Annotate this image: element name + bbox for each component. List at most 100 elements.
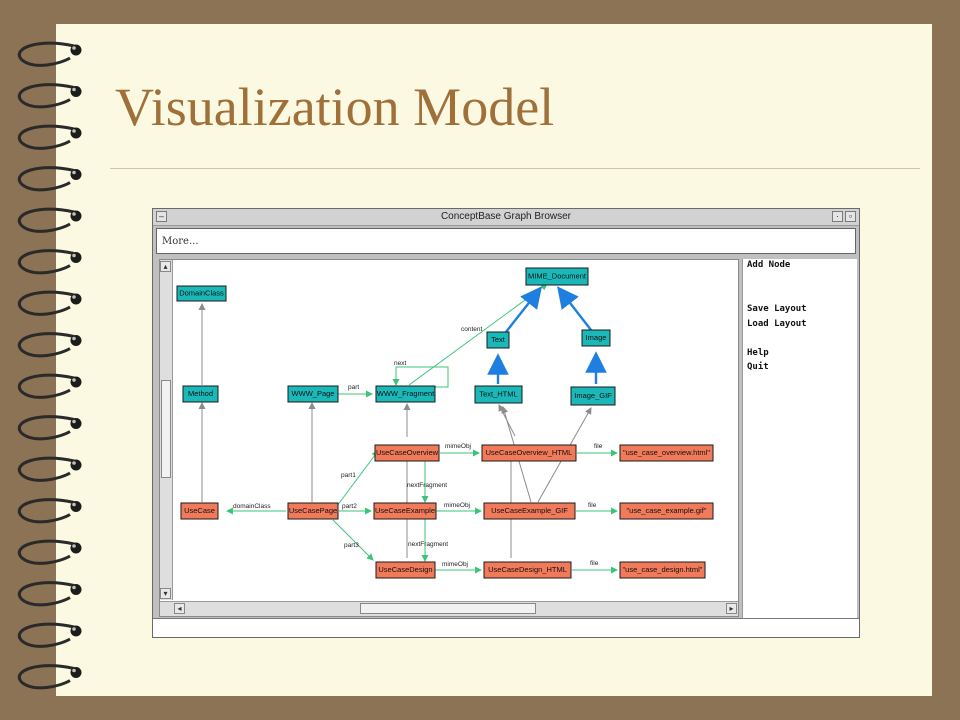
node-domainclass[interactable]: DomainClass: [176, 285, 227, 302]
edge-label-part1: part1: [341, 472, 356, 479]
menu-item-add-node[interactable]: Add Node: [747, 260, 791, 270]
horizontal-scrollbar[interactable]: ◂ ▸: [160, 601, 738, 616]
svg-text:Image_GIF: Image_GIF: [574, 391, 612, 400]
svg-text:"use_case_design.html": "use_case_design.html": [623, 565, 703, 574]
node-www-fragment[interactable]: WWW_Fragment: [375, 385, 436, 403]
edge-image-mimedoc: [557, 286, 592, 331]
edge-label-domainclass: domainClass: [233, 503, 271, 510]
edge-label-nextfragment-2: nextFragment: [408, 541, 448, 548]
edge-label-file-1: file: [594, 443, 603, 450]
edge-label-file-2: file: [588, 502, 597, 509]
svg-text:Method: Method: [188, 389, 213, 398]
svg-text:UseCaseDesign: UseCaseDesign: [378, 565, 432, 574]
edge-next: [392, 366, 449, 388]
window-title: ConceptBase Graph Browser: [440, 211, 572, 222]
spiral-ring: [18, 539, 82, 565]
spiral-ring: [18, 207, 82, 233]
node-file-design[interactable]: "use_case_design.html": [619, 561, 706, 579]
status-bar: [153, 618, 859, 637]
svg-text:UseCase: UseCase: [184, 506, 215, 515]
vertical-scroll-thumb[interactable]: [161, 380, 171, 478]
maximize-button[interactable]: ▫: [845, 211, 856, 222]
svg-text:MIME_Document: MIME_Document: [528, 271, 587, 280]
edge-part3: [332, 519, 374, 561]
scroll-down-icon[interactable]: ▾: [160, 588, 171, 599]
spiral-binding: [18, 41, 82, 690]
node-image[interactable]: Image: [581, 329, 611, 347]
svg-text:WWW_Page: WWW_Page: [292, 389, 335, 398]
edge-label-next: next: [394, 360, 406, 367]
svg-text:UseCaseExample: UseCaseExample: [375, 506, 435, 515]
node-file-example[interactable]: "use_case_example.gif": [619, 502, 714, 520]
edge-label-part2: part2: [342, 503, 357, 510]
node-www-page[interactable]: WWW_Page: [287, 385, 339, 403]
node-usecase-example-gif[interactable]: UseCaseExample_GIF: [483, 502, 576, 520]
vertical-scrollbar[interactable]: ▴ ▾: [160, 260, 173, 600]
svg-text:Text: Text: [491, 335, 506, 344]
node-mime-document[interactable]: MIME_Document: [525, 267, 589, 286]
scroll-up-icon[interactable]: ▴: [160, 261, 171, 272]
node-usecase-design[interactable]: UseCaseDesign: [375, 561, 436, 579]
window-menu-button[interactable]: –: [156, 211, 167, 222]
node-usecase-example[interactable]: UseCaseExample: [373, 502, 437, 520]
spiral-ring: [18, 498, 82, 524]
spiral-ring: [18, 373, 82, 399]
spiral-ring: [18, 166, 82, 192]
slide-title: Visualization Model: [115, 77, 555, 137]
edge-label-nextfragment-1: nextFragment: [407, 482, 447, 489]
edge-text-mimedoc: [505, 286, 542, 333]
svg-text:UseCaseDesign_HTML: UseCaseDesign_HTML: [488, 565, 567, 574]
node-file-overview[interactable]: "use_case_overview.html": [619, 444, 714, 462]
node-usecasepage[interactable]: UseCasePage: [287, 502, 339, 520]
node-method[interactable]: Method: [182, 385, 219, 403]
spiral-ring: [18, 664, 82, 690]
window-titlebar[interactable]: – ConceptBase Graph Browser · ▫: [153, 209, 859, 226]
edge-label-content: content: [461, 326, 483, 333]
spiral-ring: [18, 622, 82, 648]
concept-graph: content next part part1 part2 part3 doma…: [176, 267, 714, 579]
title-divider: [110, 168, 920, 169]
node-usecase[interactable]: UseCase: [180, 502, 219, 520]
spiral-ring: [18, 83, 82, 109]
svg-text:"use_case_overview.html": "use_case_overview.html": [623, 448, 710, 457]
svg-text:"use_case_example.gif": "use_case_example.gif": [627, 506, 707, 515]
scroll-right-icon[interactable]: ▸: [726, 603, 737, 614]
spiral-ring: [18, 124, 82, 150]
edge-content: [408, 283, 548, 386]
graph-browser-window: – ConceptBase Graph Browser · ▫ More... …: [152, 208, 860, 638]
svg-text:Image: Image: [586, 333, 607, 342]
svg-text:UseCasePage: UseCasePage: [289, 506, 337, 515]
spiral-ring: [18, 581, 82, 607]
spiral-ring: [18, 290, 82, 316]
spiral-ring: [18, 41, 82, 67]
minimize-button[interactable]: ·: [832, 211, 843, 222]
node-usecase-overview-html[interactable]: UseCaseOverview_HTML: [481, 444, 577, 462]
spiral-ring: [18, 415, 82, 441]
edge-label-file-3: file: [590, 560, 599, 567]
scroll-left-icon[interactable]: ◂: [174, 603, 185, 614]
spiral-ring: [18, 249, 82, 275]
node-image-gif[interactable]: Image_GIF: [570, 386, 616, 406]
svg-text:UseCaseOverview_HTML: UseCaseOverview_HTML: [486, 448, 573, 457]
more-field[interactable]: More...: [156, 228, 856, 254]
node-text[interactable]: Text: [486, 331, 510, 349]
svg-text:WWW_Fragment: WWW_Fragment: [377, 389, 435, 398]
menu-item-quit[interactable]: Quit: [747, 362, 769, 372]
edge-label-part: part: [348, 384, 359, 391]
menu-item-help[interactable]: Help: [747, 348, 769, 358]
edge-label-mimeobj-3: mimeObj: [442, 561, 468, 568]
spiral-ring: [18, 456, 82, 482]
svg-text:Text_HTML: Text_HTML: [479, 389, 517, 398]
menu-item-save-layout[interactable]: Save Layout: [747, 304, 807, 314]
node-usecase-overview[interactable]: UseCaseOverview: [374, 444, 440, 462]
menu-item-load-layout[interactable]: Load Layout: [747, 319, 807, 329]
edge-part1: [336, 450, 379, 507]
edge-label-part3: part3: [344, 542, 359, 549]
node-usecase-design-html[interactable]: UseCaseDesign_HTML: [483, 561, 572, 579]
graph-canvas[interactable]: ▴ ▾: [159, 259, 739, 617]
node-text-html[interactable]: Text_HTML: [474, 385, 523, 404]
more-label: More...: [162, 236, 199, 247]
horizontal-scroll-thumb[interactable]: [360, 603, 536, 614]
svg-text:DomainClass: DomainClass: [179, 288, 224, 297]
spiral-ring: [18, 332, 82, 358]
